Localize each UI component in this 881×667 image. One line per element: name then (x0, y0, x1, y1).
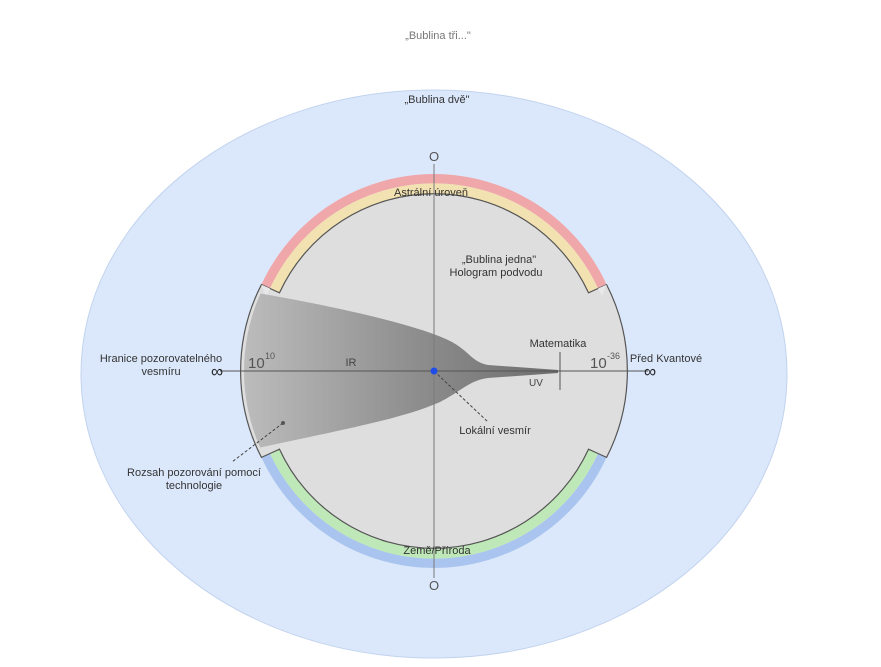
local-dot (430, 367, 438, 375)
range-label-line1: Rozsah pozorování pomocí (127, 467, 261, 479)
range-dot (281, 421, 285, 425)
astral-inner-band (270, 183, 598, 293)
astral-cap-right (598, 284, 607, 296)
earth-inner-band (270, 449, 598, 559)
power-left-base: 10 (248, 355, 265, 372)
earth-band (261, 453, 607, 568)
bubble-three-label: „Bublina tři..." (405, 30, 471, 42)
boundary-label-line1: Hranice pozorovatelného (100, 353, 222, 365)
zero-bottom-label: O (429, 578, 439, 593)
uv-label: UV (529, 378, 543, 389)
bubble-two-label: „Bublina dvě" (404, 94, 469, 106)
power-right-base: 10 (590, 355, 607, 372)
power-left-exponent: 10 (265, 351, 275, 361)
bubble-one-label: „Bublina jedna" (462, 254, 536, 266)
astral-band (261, 174, 607, 289)
astral-label: Astrální úroveň (394, 187, 468, 199)
earth-label: Země/Příroda (403, 545, 471, 557)
power-right-exponent: -36 (607, 351, 620, 361)
local-leader (433, 370, 489, 423)
local-universe-label: Lokální vesmír (459, 425, 531, 437)
boundary-label-line2: vesmíru (141, 366, 180, 378)
zero-top-label: O (429, 149, 439, 164)
pre-quantum-label: Před Kvantové (630, 353, 702, 365)
range-leader (231, 422, 284, 463)
range-label-line2: technologie (166, 480, 222, 492)
math-label: Matematika (530, 338, 588, 350)
ir-label: IR (346, 357, 357, 369)
infinity-left-icon: ∞ (211, 362, 223, 381)
astral-cap-left (261, 284, 270, 296)
infinity-right-icon: ∞ (644, 362, 656, 381)
hologram-label: Hologram podvodu (450, 267, 543, 279)
